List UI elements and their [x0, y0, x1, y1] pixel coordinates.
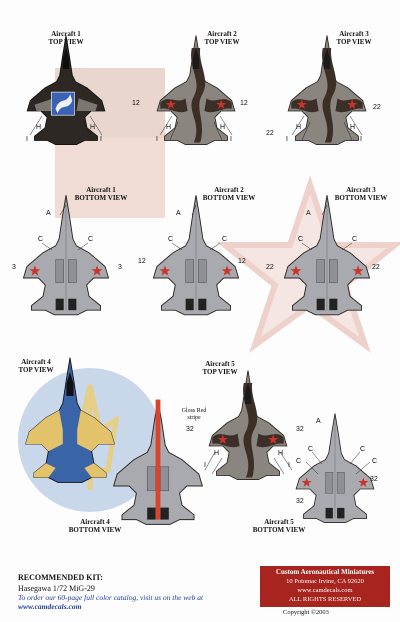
callout-3: 3 — [118, 264, 122, 271]
callout-c: C — [296, 458, 302, 465]
callout-22: 22 — [372, 264, 380, 271]
callout-h: H — [220, 124, 226, 131]
callout-22: 22 — [266, 264, 274, 271]
callout-c: C — [308, 446, 314, 453]
gloss-red-note: Gloss Red stripe — [181, 408, 207, 421]
callout-22: 22 — [373, 104, 381, 111]
callout-32: 32 — [370, 476, 378, 483]
callout-c: C — [352, 236, 358, 243]
recommended-kit-name: Hasegawa 1/72 MiG-29 — [18, 584, 95, 593]
callout-c: C — [88, 236, 94, 243]
callout-i: I — [360, 136, 362, 143]
callout-32: 32 — [296, 426, 304, 433]
catalog-message: To order our 60-page full color catalog,… — [18, 593, 204, 602]
callout-32: 32 — [186, 426, 194, 433]
company-website[interactable]: www.camdecals.com — [297, 587, 353, 594]
callout-i: I — [286, 136, 288, 143]
callout-i: I — [288, 462, 290, 469]
copyright: Copyright ©2003 — [283, 609, 329, 616]
callout-h: H — [278, 450, 284, 457]
callout-a: A — [46, 210, 51, 217]
company-address: 10 Potomac Irvine, CA 92620 — [286, 578, 364, 585]
catalog-url[interactable]: www.camdecals.com — [18, 602, 82, 611]
callout-i: I — [230, 136, 232, 143]
callout-a: A — [306, 210, 311, 217]
callout-32: 32 — [296, 498, 304, 505]
company-box: Custom Aeronautical Miniatures 10 Potoma… — [260, 566, 390, 607]
callout-h: H — [36, 124, 42, 131]
callout-22: 22 — [266, 130, 274, 137]
callout-12: 12 — [240, 100, 248, 107]
callout-12: 12 — [238, 258, 246, 265]
callout-c: C — [298, 236, 304, 243]
callout-h: H — [166, 124, 172, 131]
callout-h: H — [350, 124, 356, 131]
callout-c: C — [38, 236, 44, 243]
callout-a: A — [316, 418, 321, 425]
aircraft-4-bottom — [114, 400, 203, 525]
catalog-text: To order our 60-page full color catalog,… — [18, 593, 268, 611]
aircraft-2-bottom — [153, 195, 238, 315]
callout-a: A — [176, 210, 181, 217]
callout-i: I — [100, 136, 102, 143]
callout-c: C — [168, 236, 174, 243]
callout-3: 3 — [12, 264, 16, 271]
callout-h: H — [214, 450, 220, 457]
rights-reserved: ALL RIGHTS RESERVED — [288, 596, 362, 603]
callout-h: H — [90, 124, 96, 131]
recommended-kit-title: RECOMMENDED KIT: — [18, 573, 103, 582]
aircraft-5-bottom — [296, 413, 374, 522]
callout-i: I — [26, 136, 28, 143]
callout-i: I — [156, 136, 158, 143]
aircraft-1-top — [26, 34, 106, 146]
aircraft-4-top — [24, 357, 116, 483]
callout-h: H — [296, 124, 302, 131]
callout-lines — [29, 115, 371, 475]
company-name: Custom Aeronautical Miniatures — [275, 568, 375, 576]
callout-12: 12 — [138, 258, 146, 265]
callout-i: I — [204, 462, 206, 469]
callout-c: C — [360, 446, 366, 453]
callout-c: C — [372, 458, 378, 465]
aircraft-5-top — [209, 370, 287, 479]
callout-12: 12 — [132, 100, 140, 107]
callout-c: C — [222, 236, 228, 243]
